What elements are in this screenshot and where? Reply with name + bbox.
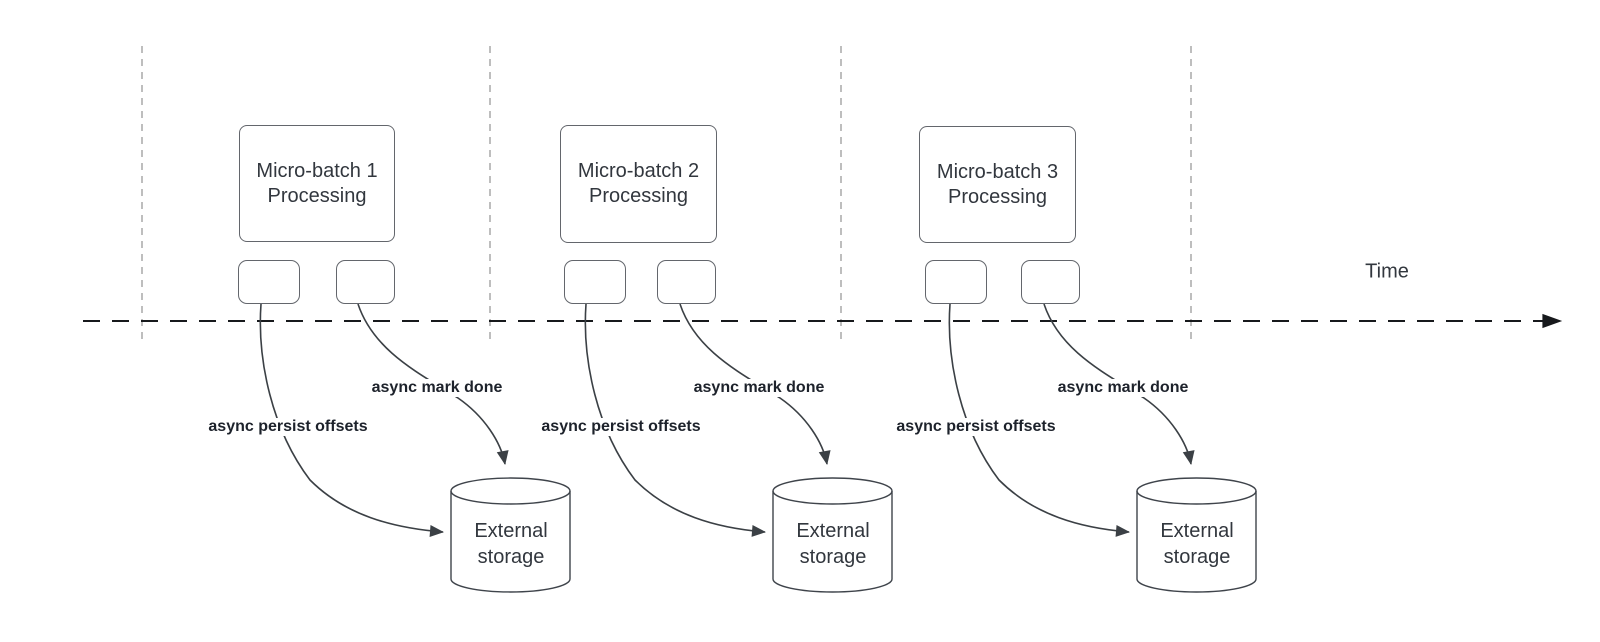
micro-batch-3-processing-box: Micro-batch 3 Processing [919, 126, 1076, 243]
storage-cylinder-2-rim [772, 490, 893, 505]
time-axis-label: Time [1365, 260, 1409, 283]
storage-cylinder-1 [450, 477, 571, 593]
mark-done-label-2: async mark done [690, 379, 828, 397]
external-storage-label-1: External storage [474, 520, 548, 568]
micro-batch-3-processing-label: Micro-batch 3 Processing [936, 160, 1059, 208]
persist-offsets-label-3: async persist offsets [893, 418, 1059, 436]
micro-batch-1-processing-label: Micro-batch 1 Processing [256, 159, 378, 207]
mark-done-label-1: async mark done [368, 379, 506, 397]
storage-cylinder-3-rim [1136, 490, 1257, 505]
micro-batch-1-processing-box: Micro-batch 1 Processing [239, 125, 395, 242]
task-box-3b [1021, 260, 1080, 304]
task-box-1b [336, 260, 395, 304]
storage-cylinder-3 [1136, 477, 1257, 593]
task-box-1a [238, 260, 300, 304]
storage-cylinder-2 [772, 477, 893, 593]
micro-batch-2-processing-label: Micro-batch 2 Processing [577, 160, 700, 207]
persist-offsets-curve-2 [584, 303, 766, 537]
task-box-2b [657, 260, 716, 304]
micro-batch-2-processing-box: Micro-batch 2 Processing [560, 125, 717, 243]
external-storage-label-3: External storage [1160, 520, 1234, 568]
task-box-3a [925, 260, 987, 304]
persist-offsets-curve-3 [948, 303, 1130, 537]
external-storage-label-2: External storage [796, 520, 870, 568]
mark-done-label-3: async mark done [1054, 379, 1192, 397]
storage-cylinder-1-rim [450, 490, 571, 505]
task-box-2a [564, 260, 626, 304]
persist-offsets-curve-1 [259, 303, 444, 537]
persist-offsets-label-2: async persist offsets [538, 418, 704, 436]
persist-offsets-label-1: async persist offsets [205, 418, 371, 436]
